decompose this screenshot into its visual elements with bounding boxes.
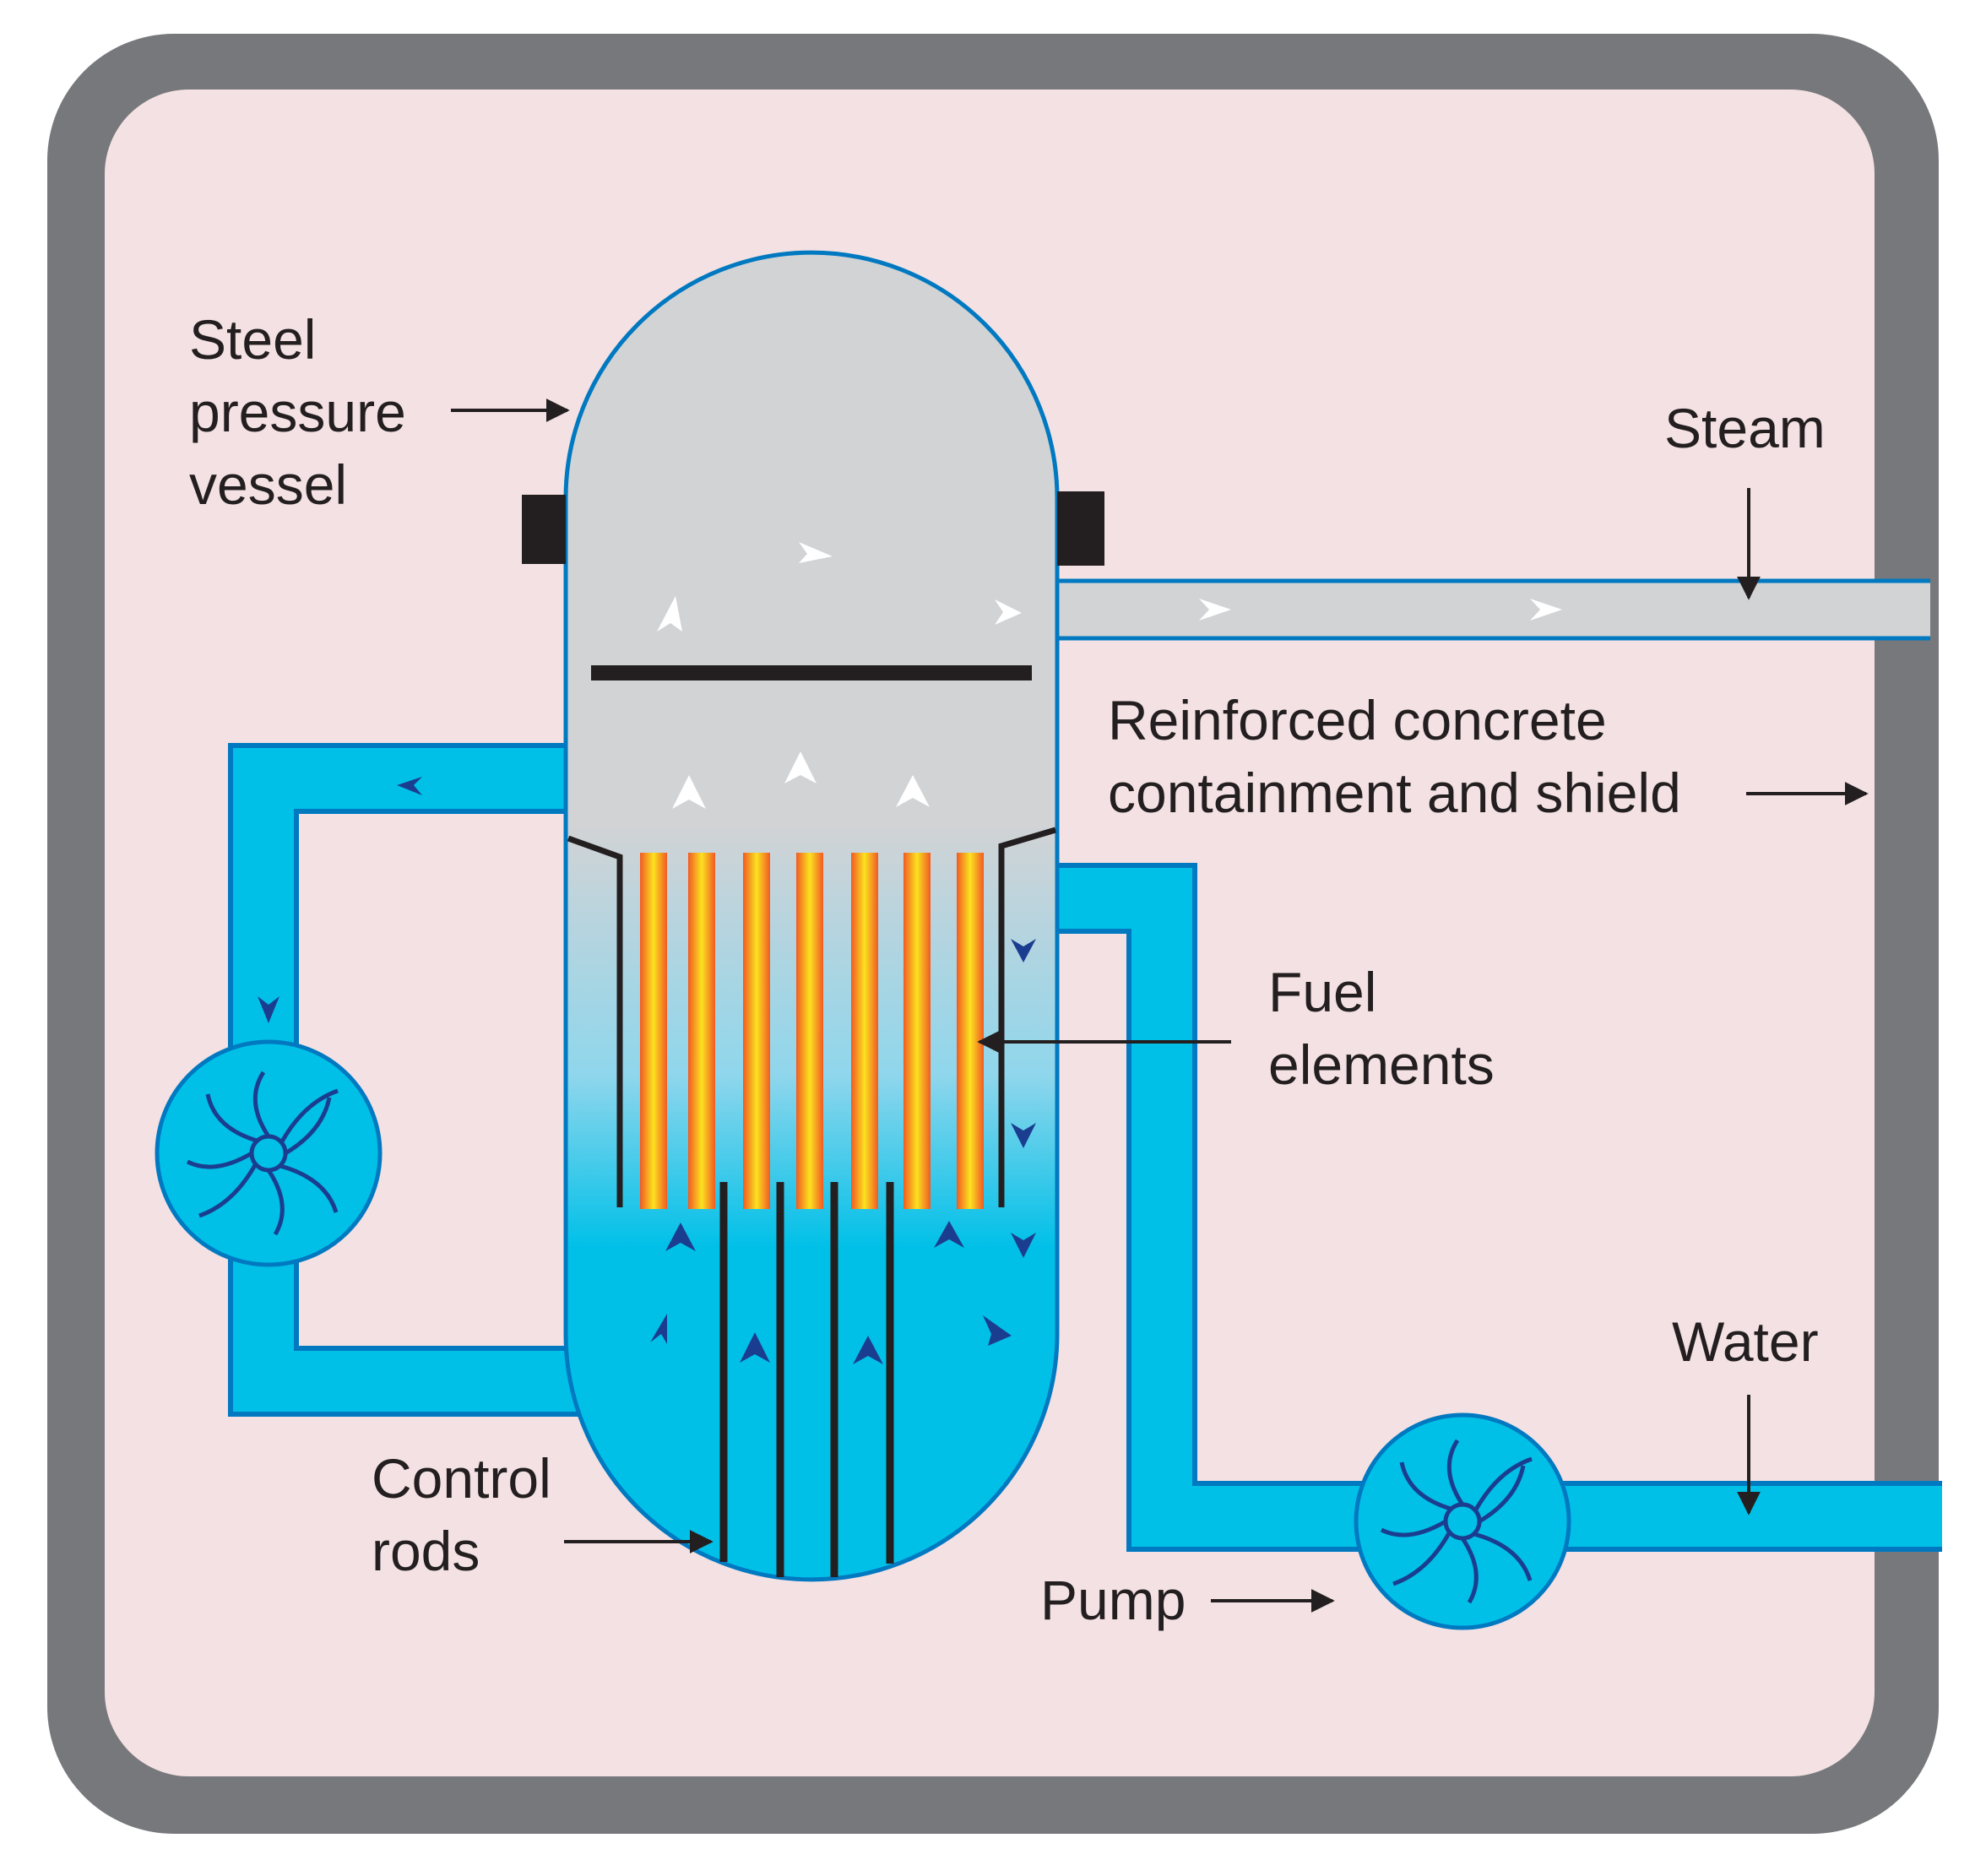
label-steel-pressure-vessel: Steel pressure vessel (189, 308, 421, 516)
steam-flow-arrows (657, 542, 1022, 809)
control-rods (719, 1182, 894, 1577)
label-pump: Pump (1040, 1569, 1186, 1631)
steam-separator-plate (591, 665, 1032, 680)
vessel-flange-right (1057, 491, 1104, 566)
label-fuel-elements: Fuel elements (1268, 961, 1495, 1096)
pump-impeller-icon (155, 1039, 383, 1267)
water-flow-arrows (258, 777, 1036, 1364)
vessel-flange-left (522, 495, 566, 564)
pump-impeller-icon (1354, 1412, 1571, 1630)
label-arrows (451, 399, 1869, 1613)
label-water: Water (1672, 1310, 1819, 1373)
steam-pipe (1047, 578, 1930, 641)
fuel-elements (640, 853, 984, 1209)
label-steam: Steam (1664, 397, 1826, 459)
label-control-rods: Control rods (372, 1447, 567, 1582)
label-reinforced-concrete-containment: Reinforced concrete containment and shie… (1108, 689, 1681, 824)
core-shroud (567, 835, 623, 1207)
